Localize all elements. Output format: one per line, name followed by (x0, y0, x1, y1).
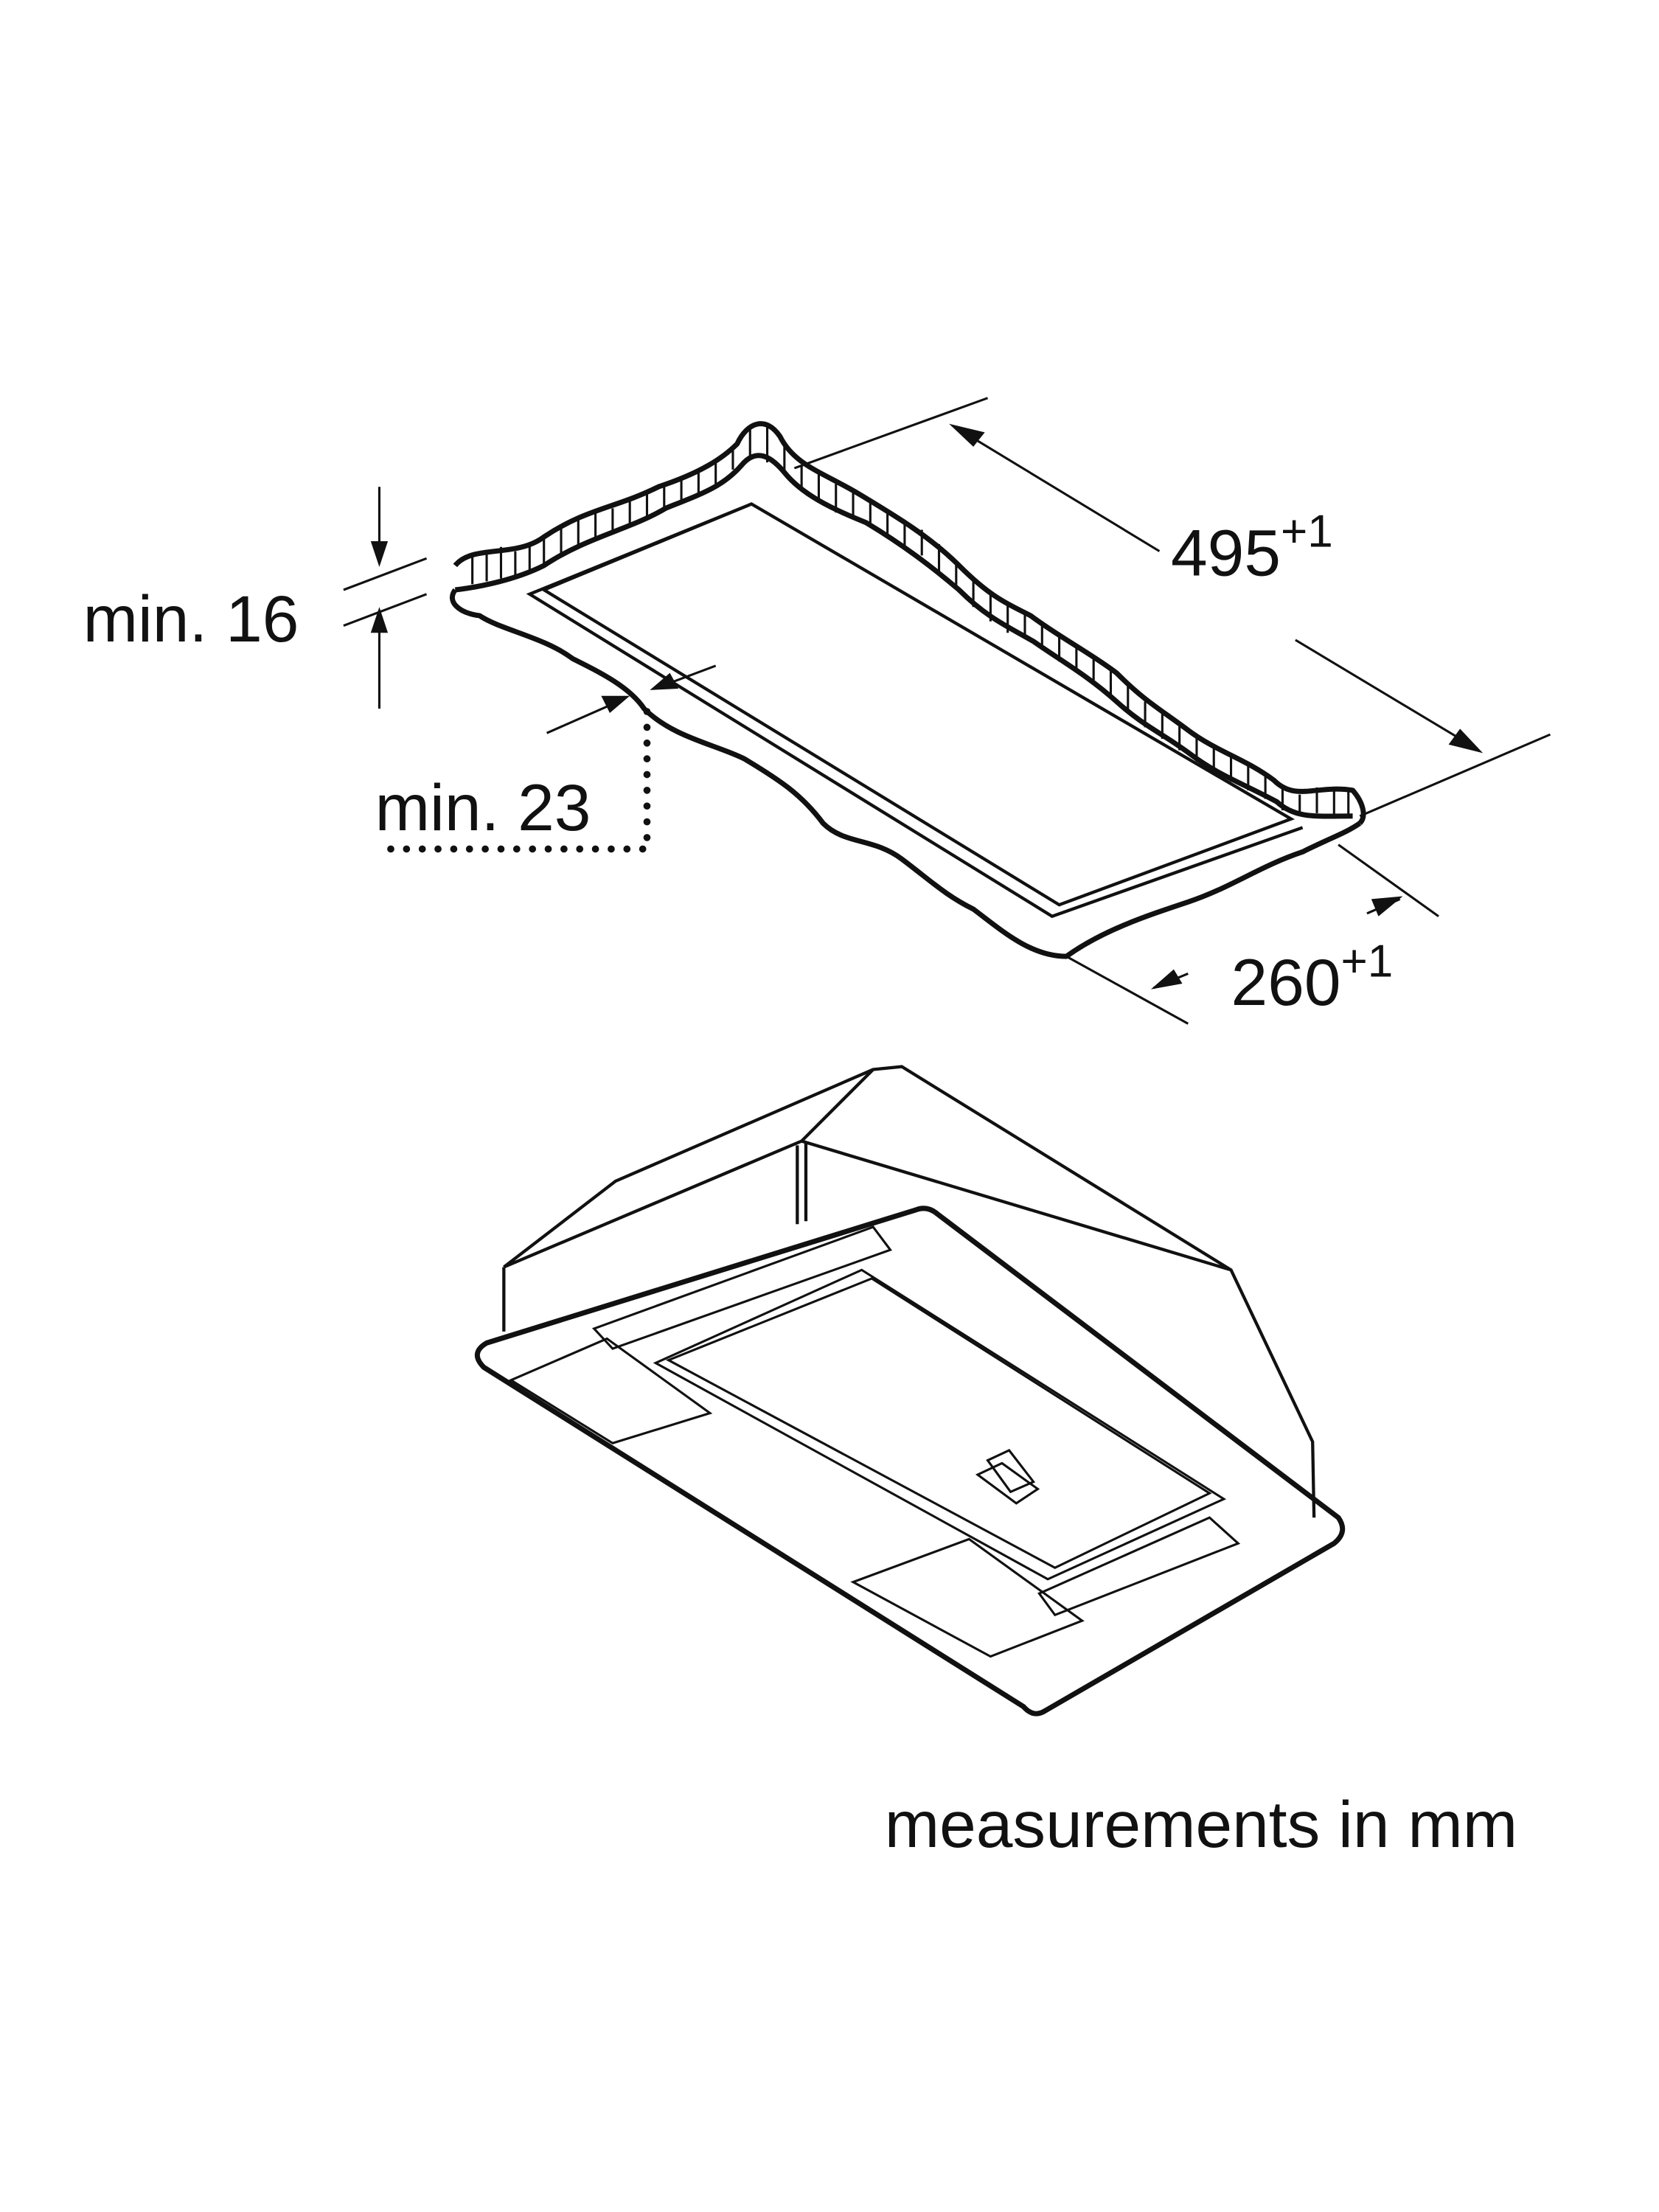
hood-panel-details (508, 1225, 1241, 1658)
hood-unit-drawing (474, 1065, 1346, 1717)
edge-distance-value: min. 23 (375, 771, 591, 844)
width-dimension: 260+1 (1065, 844, 1439, 1025)
depth-dimension: 495+1 (793, 397, 1551, 818)
edge-distance-dimension: min. 23 (375, 664, 717, 853)
ceiling-cutout-drawing (450, 421, 1366, 959)
hood-panel (474, 1206, 1346, 1717)
cutout-front-edge (450, 588, 1362, 959)
width-tolerance: +1 (1341, 936, 1394, 987)
width-value: 260+1 (1231, 936, 1394, 1019)
thickness-dimension: min. 16 (83, 487, 428, 709)
depth-tolerance: +1 (1281, 507, 1333, 557)
hood-housing (502, 1065, 1316, 1518)
depth-value: 495+1 (1171, 507, 1333, 590)
units-note: measurements in mm (885, 1787, 1517, 1861)
hatching (471, 426, 1350, 816)
thickness-value: min. 16 (83, 582, 299, 655)
cutout-opening-inner (540, 502, 1295, 907)
cutout-back-edge-hatched (453, 421, 1366, 825)
cutout-back-edge-inner (454, 453, 1353, 819)
